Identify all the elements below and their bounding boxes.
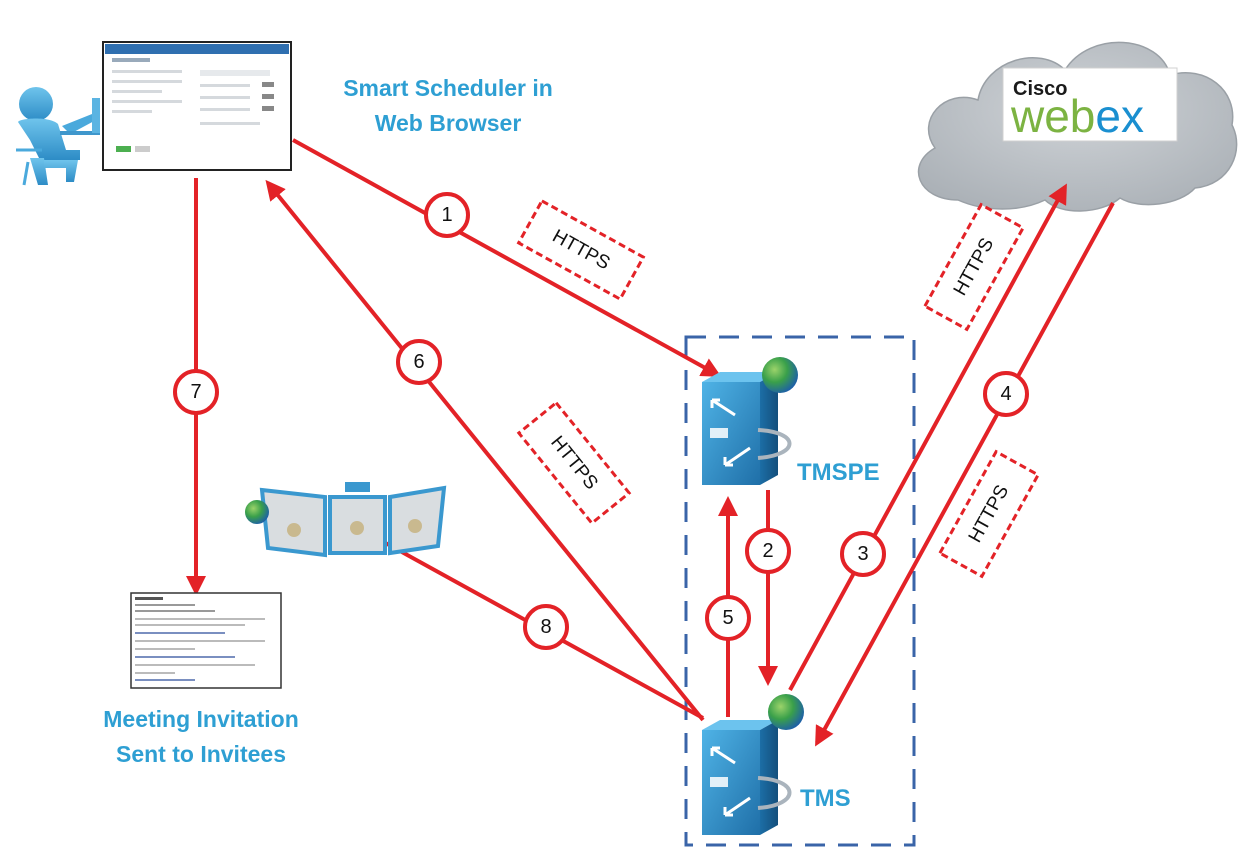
step-number-5: 5 [722, 607, 733, 629]
smart-scheduler-label-line1: Smart Scheduler in [343, 75, 553, 101]
webex-cloud: Cisco webex [917, 41, 1238, 212]
webex-logo-box [1002, 67, 1178, 142]
https-tag-1: HTTPS [516, 198, 646, 302]
webex-logo-wordmark: webex [1010, 90, 1144, 142]
step-marker-1: 1 [424, 192, 470, 238]
https-tag-4: HTTPS [937, 449, 1041, 579]
step-marker-8: 8 [523, 604, 569, 650]
arrow-step-6 [265, 179, 705, 722]
telepresence-endpoint-icon [245, 482, 447, 558]
meeting-invitation-email-thumbnail [130, 592, 282, 689]
step-number-4: 4 [1000, 383, 1011, 405]
step-number-7: 7 [190, 381, 201, 403]
tms-server-icon [702, 694, 804, 835]
smart-scheduler-browser-thumbnail [102, 41, 292, 171]
step-marker-3: 3 [840, 531, 886, 577]
step-marker-4: 4 [983, 371, 1029, 417]
step-marker-6: 6 [396, 339, 442, 385]
tmspe-server-icon [702, 357, 798, 485]
step-marker-7: 7 [173, 369, 219, 415]
meeting-invitation-label-line2: Sent to Invitees [116, 741, 286, 767]
arrow-step-3 [788, 183, 1067, 691]
step-number-3: 3 [857, 543, 868, 565]
tms-label: TMS [800, 785, 851, 812]
meeting-invitation-label-line1: Meeting Invitation [103, 706, 299, 732]
https-tag-3: HTTPS [922, 202, 1026, 332]
user-at-laptop-icon [16, 87, 100, 186]
step-number-1: 1 [441, 204, 452, 226]
webex-logo-cisco: Cisco [1013, 78, 1067, 100]
step-number-8: 8 [540, 616, 551, 638]
step-marker-2: 2 [745, 528, 791, 574]
step-marker-5: 5 [705, 595, 751, 641]
webex-logo-ex: ex [1095, 90, 1144, 142]
tmspe-label: TMSPE [797, 459, 880, 486]
step-number-6: 6 [413, 351, 424, 373]
arrow-step-4 [815, 202, 1115, 747]
step-number-2: 2 [762, 540, 773, 562]
arrow-step-1 [292, 138, 722, 377]
https-tag-6: HTTPS [516, 400, 632, 526]
webex-logo-web: web [1010, 90, 1095, 142]
smart-scheduler-label-line2: Web Browser [375, 110, 522, 136]
tms-boundary-box [684, 335, 916, 847]
